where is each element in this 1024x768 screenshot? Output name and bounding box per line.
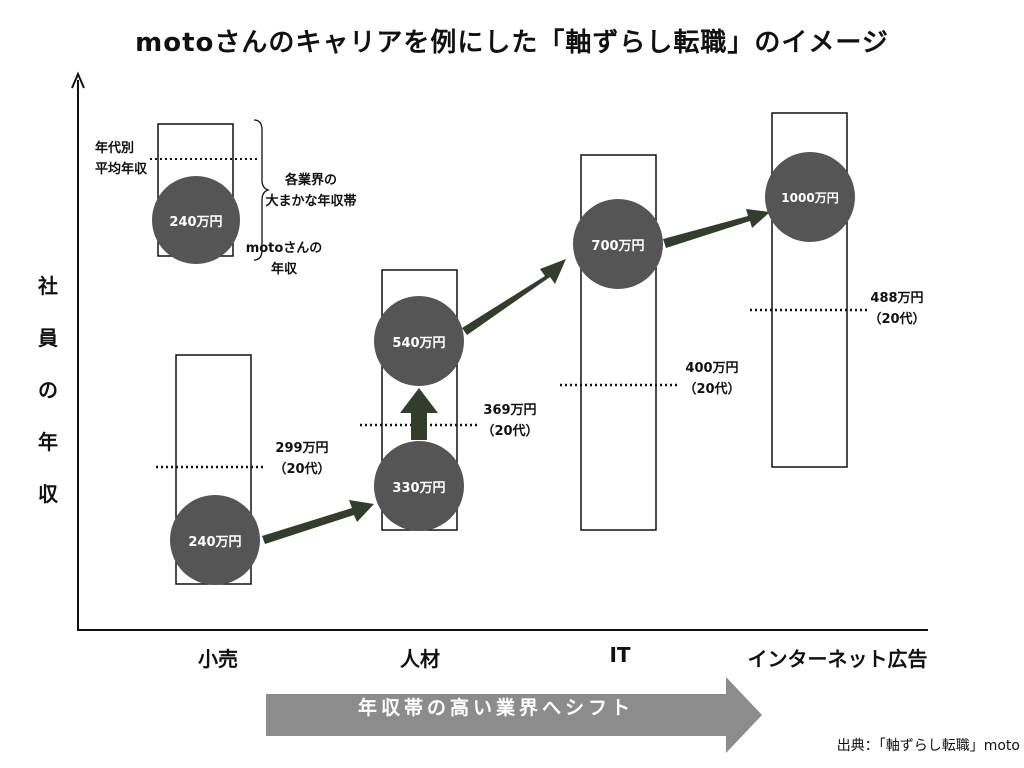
legend-sample-bubble: 240万円	[152, 176, 240, 264]
career-arrow-1	[262, 500, 374, 544]
y-axis-label-char-2: 員	[38, 326, 58, 350]
category-label-retail: 小売	[198, 647, 238, 671]
page-title: motoさんのキャリアを例にした「軸ずらし転職」のイメージ	[135, 28, 889, 58]
range-box-adtech	[771, 112, 848, 468]
legend-avg-label: 年代別 平均年収	[95, 141, 148, 177]
career-arrow-2	[400, 388, 438, 440]
shift-arrow	[266, 677, 762, 753]
avg-label-it: 400万円 （20代）	[683, 361, 741, 397]
y-axis-label-char-1: 社	[38, 274, 58, 298]
source-credit: 出典：「軸ずらし転職」moto	[836, 738, 1020, 754]
legend-own-label: motoさんの 年収	[245, 241, 323, 277]
salary-bubble-hr-1: 330万円	[374, 441, 464, 531]
y-axis-label-char-3: の	[38, 378, 58, 402]
career-arrow-4	[663, 209, 770, 248]
y-axis-label-char-4: 年	[38, 430, 58, 454]
salary-bubble-adtech: 1000万円	[765, 152, 855, 242]
avg-label-adtech: 488万円 （20代）	[868, 291, 926, 327]
career-arrow-3	[462, 259, 566, 335]
salary-bubble-retail: 240万円	[170, 495, 260, 585]
avg-label-retail: 299万円 （20代）	[273, 441, 331, 477]
category-label-it: IT	[609, 643, 631, 667]
avg-label-hr: 369万円 （20代）	[481, 403, 539, 439]
category-label-adtech: インターネット広告	[747, 647, 928, 671]
shift-arrow-label: 年収帯の高い業界へシフト	[357, 696, 634, 719]
category-label-hr: 人材	[400, 647, 440, 671]
y-axis-arrowhead	[71, 71, 85, 89]
range-box-it	[580, 154, 657, 531]
y-axis-label-char-5: 収	[38, 482, 58, 506]
legend-band-label: 各業界の 大まかな年収帯	[265, 173, 357, 209]
salary-bubble-hr-2: 540万円	[374, 296, 464, 386]
salary-bubble-it: 700万円	[573, 199, 663, 289]
legend-brace	[253, 119, 271, 261]
